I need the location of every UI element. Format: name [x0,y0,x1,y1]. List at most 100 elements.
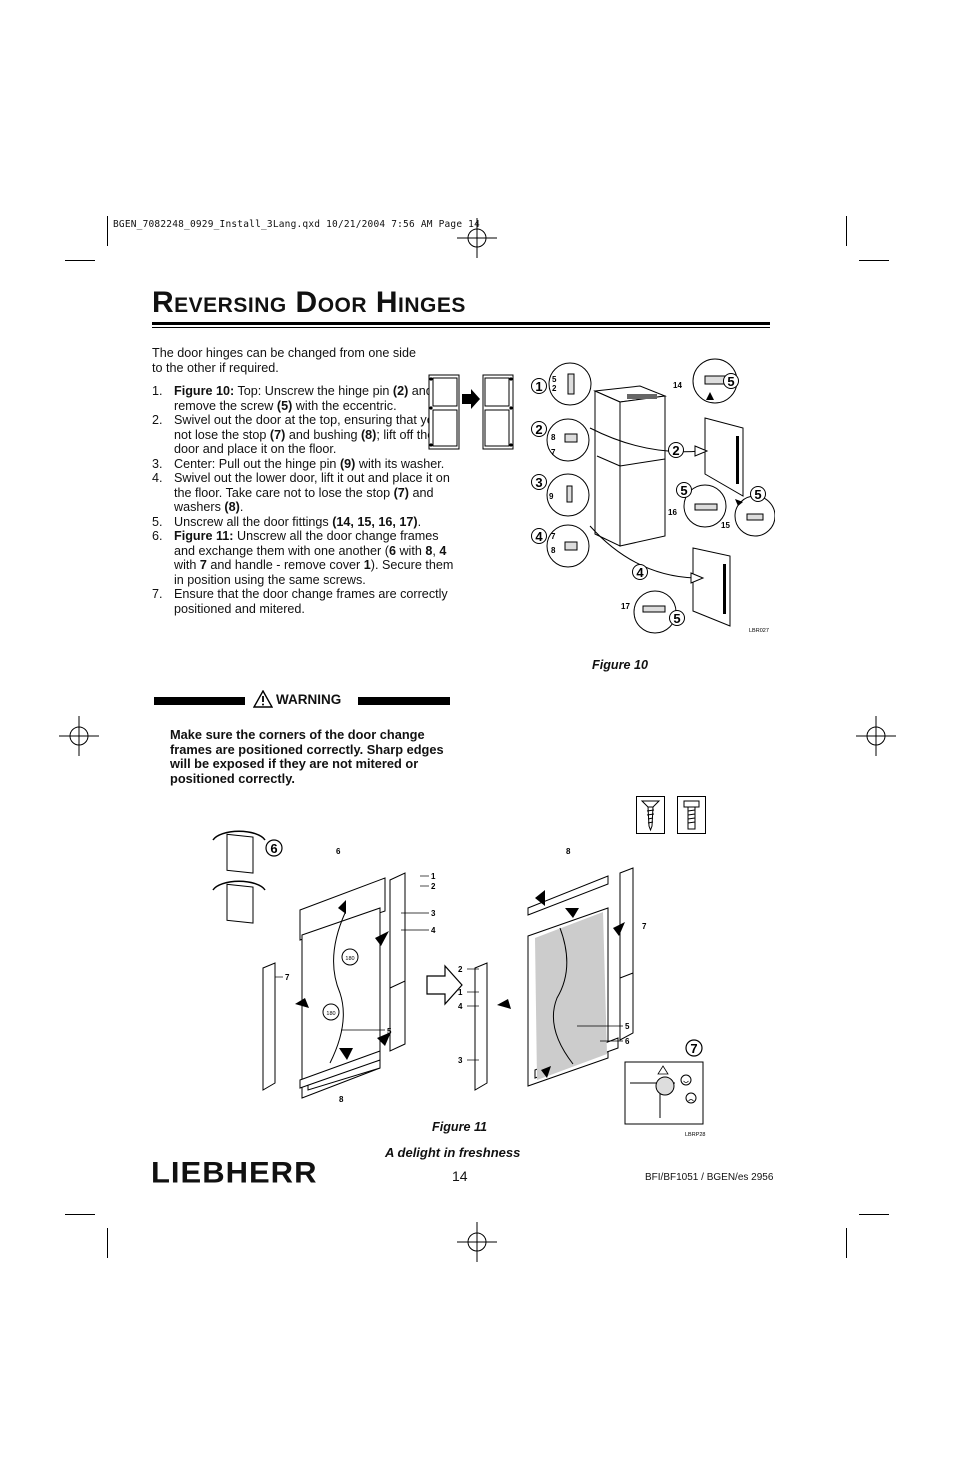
rotation-badge: 180 [345,956,354,962]
fig10-part-label: 9 [549,492,554,501]
step-text-run: with its washer. [355,456,445,471]
step-text-run: ; lift off the door and place it on the … [174,427,435,457]
bolt-icon [677,796,706,834]
warning-label-text: WARNING [276,691,342,707]
fig10-part-label: 7 [551,532,556,541]
brand-logo: LIEBHERR [151,1156,318,1190]
fig10-part-label: 16 [668,508,677,517]
crop-mark [859,260,889,261]
smiley-sad-icon [685,1092,697,1104]
step-text-run: ). Secure them in position using the sam… [174,558,454,587]
warning-bar-left [154,697,245,705]
screw-icon [636,796,665,834]
step-number: 6. [152,529,163,543]
fig11-left-label: 4 [431,926,436,935]
warning-text: Make sure the corners of the door change… [170,727,444,786]
step-text-bold: (2) [392,384,409,398]
step-text-run: with [395,543,426,558]
step-text: Center: Pull out the hinge pin (9) with … [174,457,444,471]
step-text-bold: 1 [363,558,371,572]
step-text-run: . [239,500,244,514]
fig10-part-label: 7 [551,448,556,457]
step-text-run: and bushing [285,427,361,442]
title-rule-thin [152,327,770,328]
fig11-left-label: 1 [431,872,436,881]
fig11-circled-number: 6 [270,841,277,856]
fig11-right-label: 1 [458,988,463,997]
step-text-run: Unscrew all the door fittings [174,514,333,529]
page-title: Reversing Door Hinges [152,286,466,319]
figure-10-diagram: 1 2 3 4 2 5 5 5 4 5 5 2 8 7 9 7 8 14 16 … [531,358,775,634]
step-text: Unscrew all the door fittings (14, 15, 1… [174,515,421,529]
fig10-code: LBR027 [749,628,769,634]
step-text-bold: (8) [224,500,240,514]
crop-mark [107,216,108,246]
smiley-happy-icon [680,1074,692,1086]
step-text-run: and washers [174,485,434,515]
registration-mark-icon [59,716,99,756]
fig11-right-label: 8 [566,847,571,856]
fig11-right-label: 2 [458,965,463,974]
fig10-part-label: 8 [551,546,556,555]
fig10-part-label: 15 [721,521,730,530]
fig11-left-label: 5 [387,1027,392,1036]
step-text-bold: (8) [360,427,377,442]
fig11-left-label: 2 [431,882,436,891]
step-text-run: . [417,514,422,529]
step-number: 1. [152,384,163,398]
step-number: 2. [152,413,163,427]
page-number: 14 [452,1168,468,1184]
figure-11-caption: Figure 11 [432,1120,488,1134]
registration-mark-icon [856,716,896,756]
fig11-code: LBRP28 [685,1132,706,1138]
step-text-run: , [432,543,440,558]
step-text-run: and handle - remove cover [206,558,364,572]
fig10-circled-number: 5 [727,374,734,389]
fig11-left-label: 3 [431,909,436,918]
fig10-part-label: 14 [673,381,682,390]
fig10-part-label: 2 [552,384,557,393]
instruction-steps: 1. Figure 10: Top: Unscrew the hinge pin … [152,384,462,616]
step-text-run: with the eccentric. [292,398,397,413]
registration-mark-icon [457,1222,497,1262]
crop-mark [859,1214,889,1215]
rotate-arrow-icon [212,830,266,891]
fig11-right-label: 5 [625,1022,630,1031]
step-number: 3. [152,456,163,471]
step-item: 2. Swivel out the door at the top, ensuri… [152,413,462,457]
fig10-circled-number: 3 [535,475,542,490]
fig10-circled-number: 1 [535,379,542,394]
step-text: Swivel out the lower door, lift it out a… [174,471,450,514]
step-text-run: and remove the screw [174,384,433,413]
fig10-circled-number: 2 [672,443,679,458]
step-text-run: Swivel out the door at the top, ensuring… [174,413,459,442]
crop-mark [107,1228,108,1258]
fig10-part-label: 8 [551,433,556,442]
step-text-run: Ensure that the door change frames are c… [174,587,448,616]
step-text-bold: Figure 10: [174,384,235,398]
fig11-right-label: 6 [625,1037,630,1046]
rotation-badge: 180 [326,1011,335,1017]
fig11-circled-number: 7 [690,1041,697,1056]
fig11-left-label: 8 [339,1095,344,1104]
step-text-run: Swivel out the lower door, lift it out a… [174,471,450,500]
step-item: 6.Figure 11: Unscrew all the door change… [152,529,462,587]
fig11-left-label: 6 [336,847,341,856]
step-item: 7.Ensure that the door change frames are… [152,587,494,616]
step-text-bold: 4 [439,543,447,558]
crop-mark [846,216,847,246]
step-text-run: Unscrew all the door change frames and e… [174,529,439,558]
step-text-run: Top: Unscrew the hinge pin [234,384,393,398]
tagline: A delight in freshness [385,1145,521,1160]
title-rule [152,322,770,325]
step-number: 4. [152,471,163,485]
intro-paragraph: The door hinges can be changed from one … [152,346,416,375]
warning-label: WARNING [253,690,341,708]
step-number: 5. [152,514,163,529]
figure-11-diagram: 6 180 180 [212,830,706,1138]
step-text: Figure 10: Top: Unscrew the hinge pin (2… [174,384,433,413]
crop-mark [65,1214,95,1215]
step-item: 5. Unscrew all the door fittings (14, 15,… [152,515,462,530]
door-swap-illustration [428,374,514,450]
step-text-bold: 7 [199,558,207,572]
